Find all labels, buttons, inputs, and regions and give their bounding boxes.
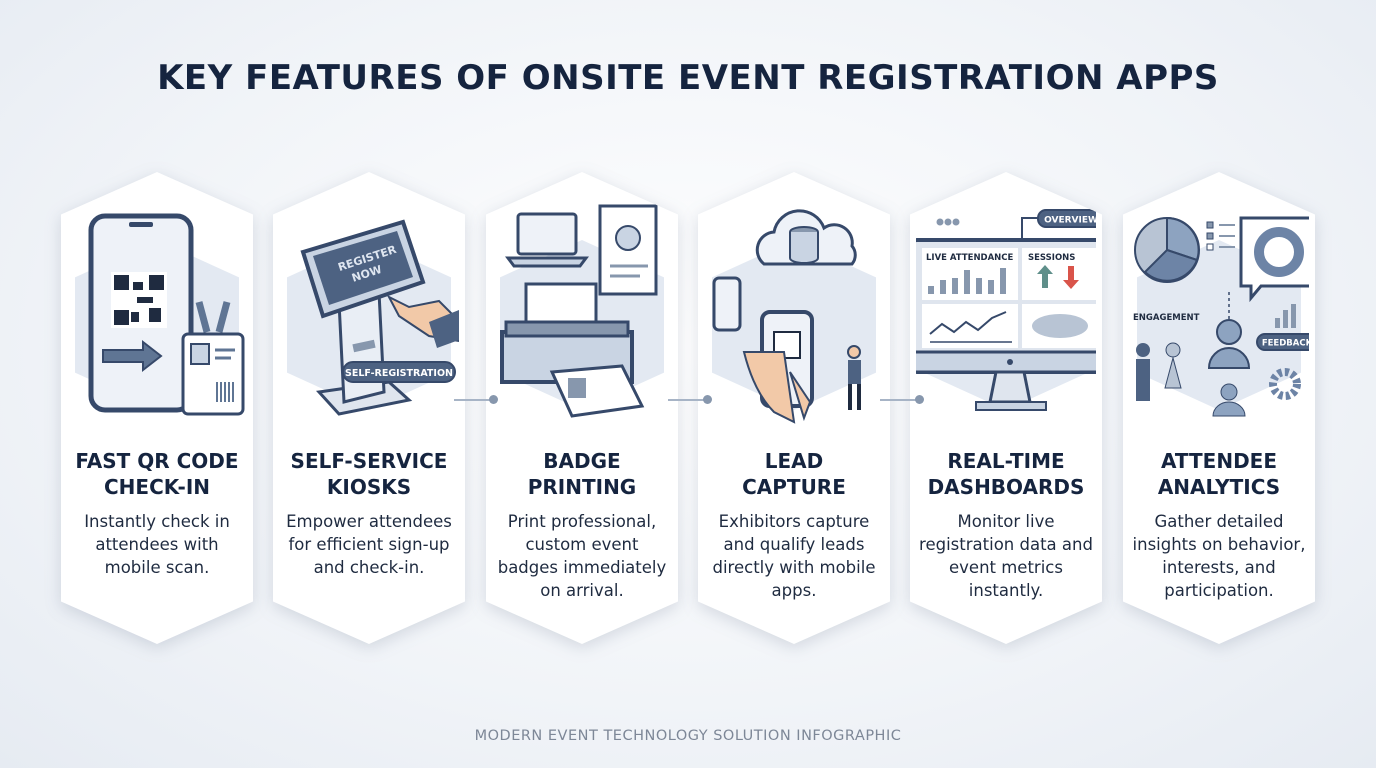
page-title: KEY FEATURES OF ONSITE EVENT REGISTRATIO… [157,58,1219,98]
feature-heading-line-1: ATTENDEE [1161,449,1277,473]
feature-heading-line-1: LEAD [764,449,824,473]
connector-line [880,395,924,404]
connector-line [454,395,498,404]
overview-tag: OVERVIEW [1044,216,1096,226]
sessions-label: SESSIONS [1028,253,1075,263]
feature-heading-line-2: CHECK-IN [104,475,210,499]
feature-description: Instantly check in attendees with mobile… [84,512,230,577]
feature-heading-line-1: REAL-TIME [947,449,1065,473]
self-registration-tag: SELF-REGISTRATION [345,368,453,379]
kiosk-icon: REGISTER NOW SELF-REGISTRATION [279,202,459,432]
printer-icon [492,202,672,432]
analytics-people-icon: ENGAGEMENT FEEDBACK [1129,202,1309,432]
feature-description: Exhibitors capture and qualify leads dir… [712,512,876,600]
footer-caption: MODERN EVENT TECHNOLOGY SOLUTION INFOGRA… [474,728,902,744]
engagement-label: ENGAGEMENT [1133,313,1200,323]
feature-heading-line-1: FAST QR CODE [75,449,239,473]
feature-heading-line-1: BADGE [543,449,621,473]
feature-description: Empower attendees for efficient sign-up … [286,512,452,577]
feature-card-kiosks: REGISTER NOW SELF-REGISTRATION SELF-SERV… [273,172,465,644]
feature-heading-line-1: SELF-SERVICE [290,449,448,473]
cloud-phone-icon [704,202,884,432]
connector-line [668,395,712,404]
monitor-dashboard-icon: OVERVIEW LIVE ATTENDANCE SESSIONS [916,202,1096,432]
feature-heading-line-2: DASHBOARDS [927,475,1085,499]
feature-card-dashboards: OVERVIEW LIVE ATTENDANCE SESSIONS REAL-T… [910,172,1102,644]
feature-description: Print professional, custom event badges … [497,512,667,600]
feature-heading-line-2: PRINTING [527,475,637,499]
feature-description: Monitor live registration data and event… [919,512,1093,600]
qr-phone-badge-icon [67,202,247,432]
feature-heading-line-2: CAPTURE [742,475,846,499]
feature-description: Gather detailed insights on behavior, in… [1132,512,1306,600]
feature-heading-line-2: ANALYTICS [1157,475,1281,499]
feedback-tag: FEEDBACK [1262,339,1309,349]
feature-heading-line-2: KIOSKS [326,475,412,499]
live-attendance-label: LIVE ATTENDANCE [926,253,1014,263]
